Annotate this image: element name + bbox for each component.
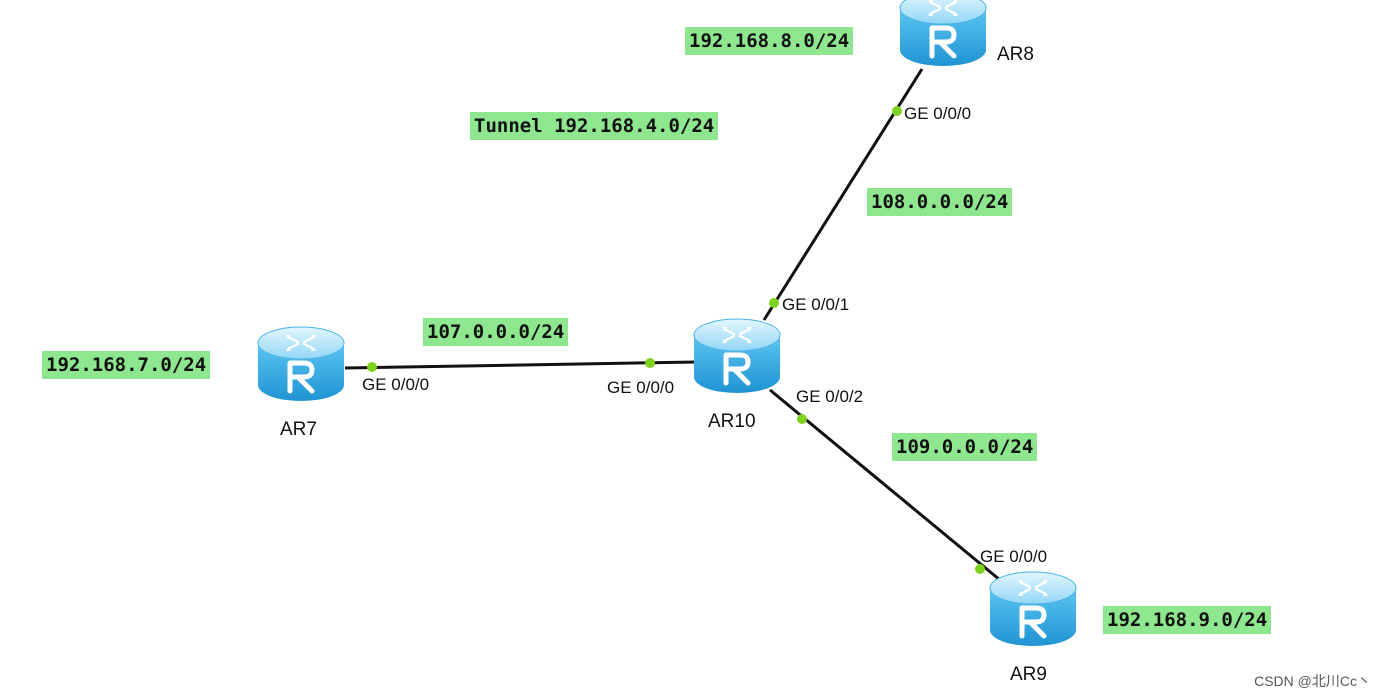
port-dot-ar9-g000[interactable] [975,564,985,574]
port-label-ar10-g000: GE 0/0/0 [607,378,675,397]
port-dot-ar10-g002[interactable] [797,414,807,424]
router-icon-ar10[interactable] [694,319,780,393]
link-ar7-ar10 [344,360,698,370]
router-icon-ar9[interactable] [990,572,1076,646]
port-label-ar10-g002: GE 0/0/2 [796,387,864,406]
network-label-ar8-lan: 192.168.8.0/24 [685,27,854,55]
port-dot-ar10-g000[interactable] [645,358,655,368]
network-label-ar9-lan: 192.168.9.0/24 [1103,606,1272,634]
port-dot-ar8-g000[interactable] [892,106,902,116]
router-name-ar9: AR9 [1010,664,1047,685]
router-icon-ar7[interactable] [258,327,344,401]
network-label-link-ar8-ar10: 108.0.0.0/24 [867,188,1013,216]
network-label-link-ar7-ar10: 107.0.0.0/24 [423,318,569,346]
router-name-ar7: AR7 [280,419,317,440]
port-dot-ar10-g001[interactable] [769,298,779,308]
watermark: CSDN @北川Cc丶 [1254,673,1371,689]
port-dot-ar7-g000[interactable] [367,362,377,372]
port-label-ar7-g000: GE 0/0/0 [362,375,430,394]
network-label-link-ar9-ar10: 109.0.0.0/24 [892,433,1038,461]
port-label-ar10-g001: GE 0/0/1 [782,295,850,314]
port-label-ar9-g000: GE 0/0/0 [980,547,1048,566]
router-icon-ar8[interactable] [900,0,986,66]
port-label-ar8-g000: GE 0/0/0 [904,104,972,123]
link-ar9-ar10 [769,388,1001,582]
network-label-ar7-lan: 192.168.7.0/24 [42,351,211,379]
network-label-tunnel: Tunnel 192.168.4.0/24 [470,112,719,140]
router-name-ar8: AR8 [997,44,1034,65]
router-name-ar10: AR10 [708,411,756,432]
